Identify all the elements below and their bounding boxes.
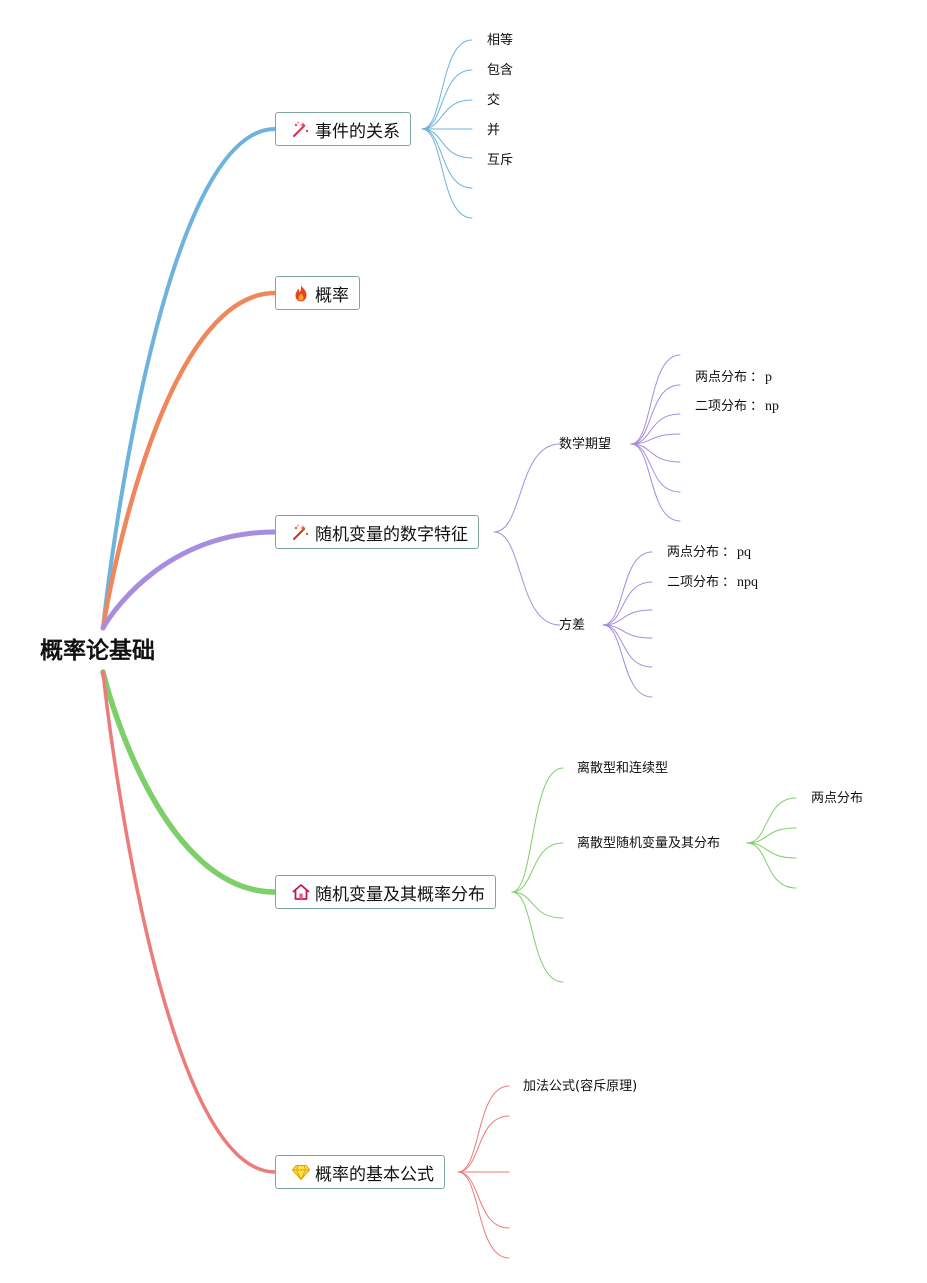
branch-event-relations [101,127,277,630]
connector-formulas-1 [457,1115,510,1173]
topic-label: 事件的关系 [315,121,400,142]
topic-numerical-characteristics[interactable]: 随机变量的数字特征 [275,515,479,549]
connector-variance-1 [602,581,653,626]
leaf-separator: ： [750,399,764,414]
topic-random-variable-distribution[interactable]: 随机变量及其概率分布 [275,875,496,909]
topic-probability[interactable]: 概率 [275,276,360,310]
leaf-two-point-distribution[interactable]: 两点分布 [811,791,864,806]
leaf-exclusive[interactable]: 互斥 [487,153,514,168]
connector-distribution-0 [511,767,564,893]
leaf-addition-formula[interactable]: 加法公式(容斥原理) [523,1079,638,1094]
connector-distribution-3 [511,891,564,983]
leaf-value: p [765,370,773,385]
subtopic-discrete-continuous[interactable]: 离散型和连续型 [577,761,669,776]
connector-discrete-1 [746,827,797,844]
subtopic-expectation[interactable]: 数学期望 [559,437,612,452]
topic-label: 概率 [315,285,349,306]
connector-numerical-0 [493,443,561,533]
topic-label: 随机变量的数字特征 [315,524,468,545]
topic-label: 随机变量及其概率分布 [315,884,485,905]
root-topic[interactable]: 概率论基础 [40,638,155,664]
main-branches [100,127,278,1174]
connector-formulas-3 [457,1171,510,1229]
connector-expectation-6 [630,443,681,522]
leaf-contain[interactable]: 包含 [487,63,514,78]
connector-discrete-0 [746,797,797,844]
leaf-variance-binomial[interactable]: 二项分布：npq [667,574,758,592]
topic-label: 概率的基本公式 [315,1164,434,1185]
leaf-name: 二项分布 [667,575,720,590]
leaf-separator: ： [722,575,736,590]
leaf-value: pq [737,545,752,560]
leaf-intersection[interactable]: 交 [487,93,501,108]
branch-distribution [100,669,278,895]
magic-wand-icon [291,522,311,542]
leaf-value: npq [737,575,759,590]
connector-relations-6 [421,128,473,219]
branch-probability [100,290,278,631]
leaf-variance-two-point[interactable]: 两点分布：pq [667,544,751,562]
subtopic-variance[interactable]: 方差 [559,618,586,633]
topic-event-relations[interactable]: 事件的关系 [275,112,411,146]
leaf-value: np [765,399,780,414]
leaf-name: 两点分布 [695,370,748,385]
connector-variance-5 [602,624,653,698]
connector-numerical-1 [493,531,561,626]
connector-relations-1 [421,69,473,130]
magic-wand-icon [291,119,311,139]
subtopic-discrete-variable[interactable]: 离散型随机变量及其分布 [577,836,721,851]
connector-expectation-0 [630,354,681,445]
leaf-union[interactable]: 并 [487,123,501,138]
diamond-icon [291,1162,311,1182]
connector-discrete-3 [746,842,797,889]
leaf-expectation-two-point[interactable]: 两点分布：p [695,369,772,387]
leaf-equal[interactable]: 相等 [487,33,514,48]
connector-formulas-0 [457,1085,510,1173]
connector-variance-4 [602,624,653,668]
connector-formulas-4 [457,1171,510,1259]
leaf-name: 两点分布 [667,545,720,560]
leaf-expectation-binomial[interactable]: 二项分布：np [695,398,779,416]
connector-relations-2 [421,99,473,130]
topic-basic-formulas[interactable]: 概率的基本公式 [275,1155,445,1189]
sub-branches [421,39,797,1259]
leaf-name: 二项分布 [695,399,748,414]
fire-icon [291,283,311,303]
connector-relations-5 [421,128,473,189]
connector-expectation-5 [630,443,681,493]
connector-variance-2 [602,609,653,626]
branch-formulas [101,670,277,1174]
connector-expectation-1 [630,384,681,445]
leaf-separator: ： [722,545,736,560]
connector-variance-3 [602,624,653,639]
connector-distribution-1 [511,842,564,893]
connector-discrete-2 [746,842,797,859]
connector-relations-0 [421,39,473,130]
connector-distribution-2 [511,891,564,919]
leaf-separator: ： [750,370,764,385]
connector-expectation-4 [630,443,681,463]
connector-variance-0 [602,551,653,626]
connector-expectation-3 [630,433,681,445]
connector-relations-4 [421,128,473,159]
house-icon [291,882,311,902]
branch-numerical [100,529,278,631]
